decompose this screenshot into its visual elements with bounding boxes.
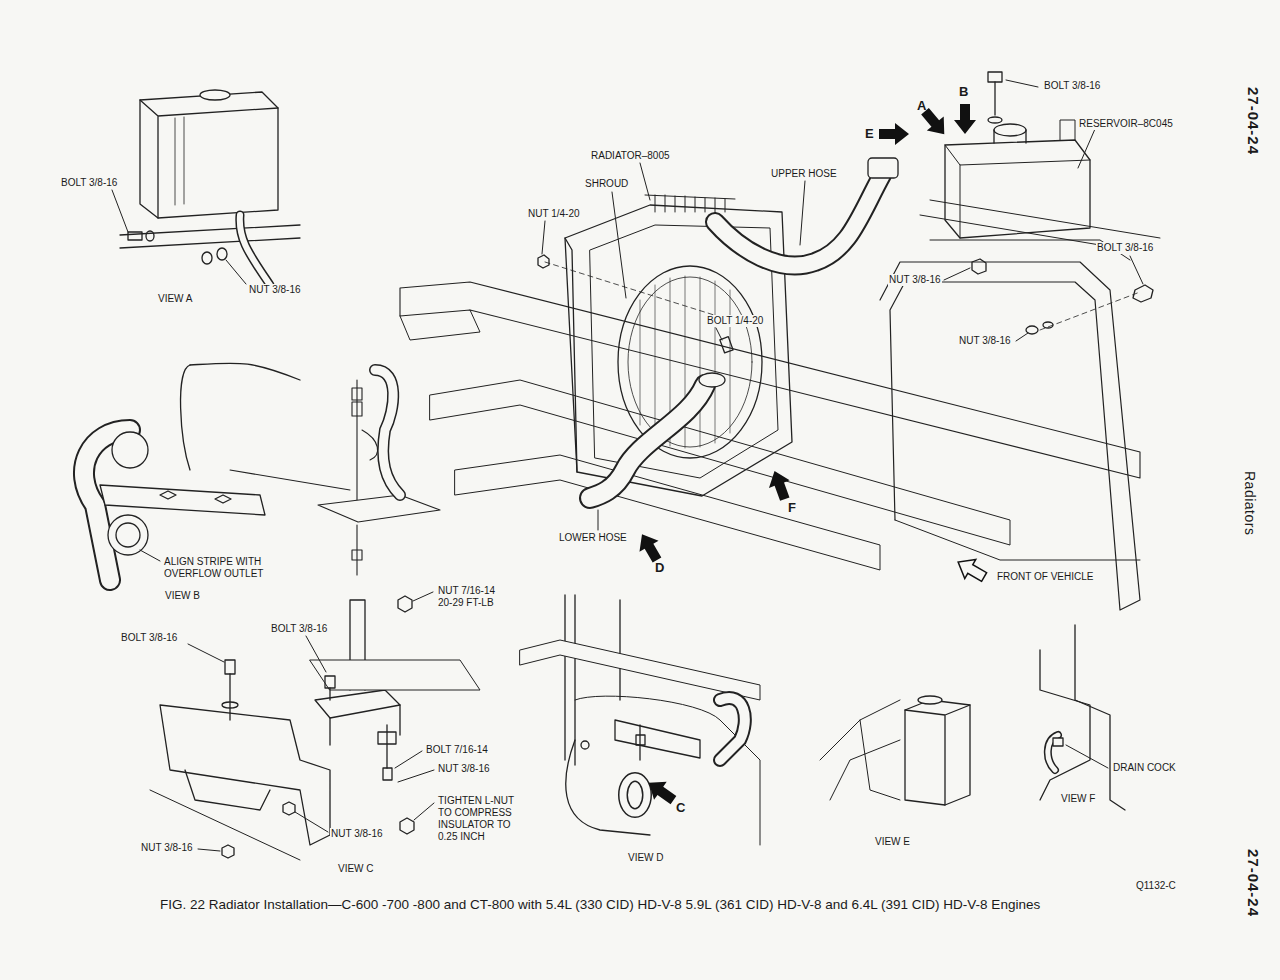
view-letter: D [654,560,665,576]
view-letter: F [787,500,797,516]
part-label: VIEW D [627,852,665,864]
part-label: VIEW F [1060,793,1096,805]
part-label: NUT 3/8-16 [248,284,302,296]
part-label: NUT 3/8-16 [140,842,194,854]
part-label: FRONT OF VEHICLE [996,571,1095,583]
part-label: VIEW A [157,293,193,305]
page-number: 27-04-24 [1244,86,1262,156]
part-label: NUT 3/8-16 [958,335,1012,347]
part-label: RESERVOIR–8C045 [1078,118,1174,130]
view-letter: C [675,800,686,816]
figure-code: Q1132-C [1135,880,1177,892]
part-label: NUT 1/4-20 [527,208,581,220]
part-label: NUT 7/16-14 20-29 FT-LB [437,585,511,609]
part-label: VIEW B [164,590,201,602]
part-label: NUT 3/8-16 [888,274,942,286]
part-label: UPPER HOSE [770,168,838,180]
part-label: BOLT 7/16-14 [425,744,489,756]
part-label: SHROUD [584,178,629,190]
part-label: BOLT 1/4-20 [706,315,764,327]
part-label: VIEW C [337,863,375,875]
part-label: NUT 3/8-16 [437,763,491,775]
part-label: BOLT 3/8-16 [270,623,328,635]
part-label: BOLT 3/8-16 [120,632,178,644]
view-letter: E [864,126,875,142]
part-label: RADIATOR–8005 [590,150,671,162]
page-number: 27-04-24 [1244,848,1262,918]
part-label: BOLT 3/8-16 [1096,242,1154,254]
view-letter: B [958,84,969,100]
part-label: BOLT 3/8-16 [60,177,118,189]
view-letter: A [916,98,927,114]
section-title: Radiators [1241,470,1258,536]
figure-caption: FIG. 22 Radiator Installation—C-600 -700… [160,896,1050,914]
part-label: ALIGN STRIPE WITH OVERFLOW OUTLET [163,556,290,580]
part-label: NUT 3/8-16 [330,828,384,840]
part-label: BOLT 3/8-16 [1043,80,1101,92]
part-label: VIEW E [874,836,911,848]
part-label: DRAIN COCK [1112,762,1177,774]
part-label: LOWER HOSE [558,532,628,544]
part-label: TIGHTEN L-NUT TO COMPRESS INSULATOR TO 0… [437,795,531,843]
